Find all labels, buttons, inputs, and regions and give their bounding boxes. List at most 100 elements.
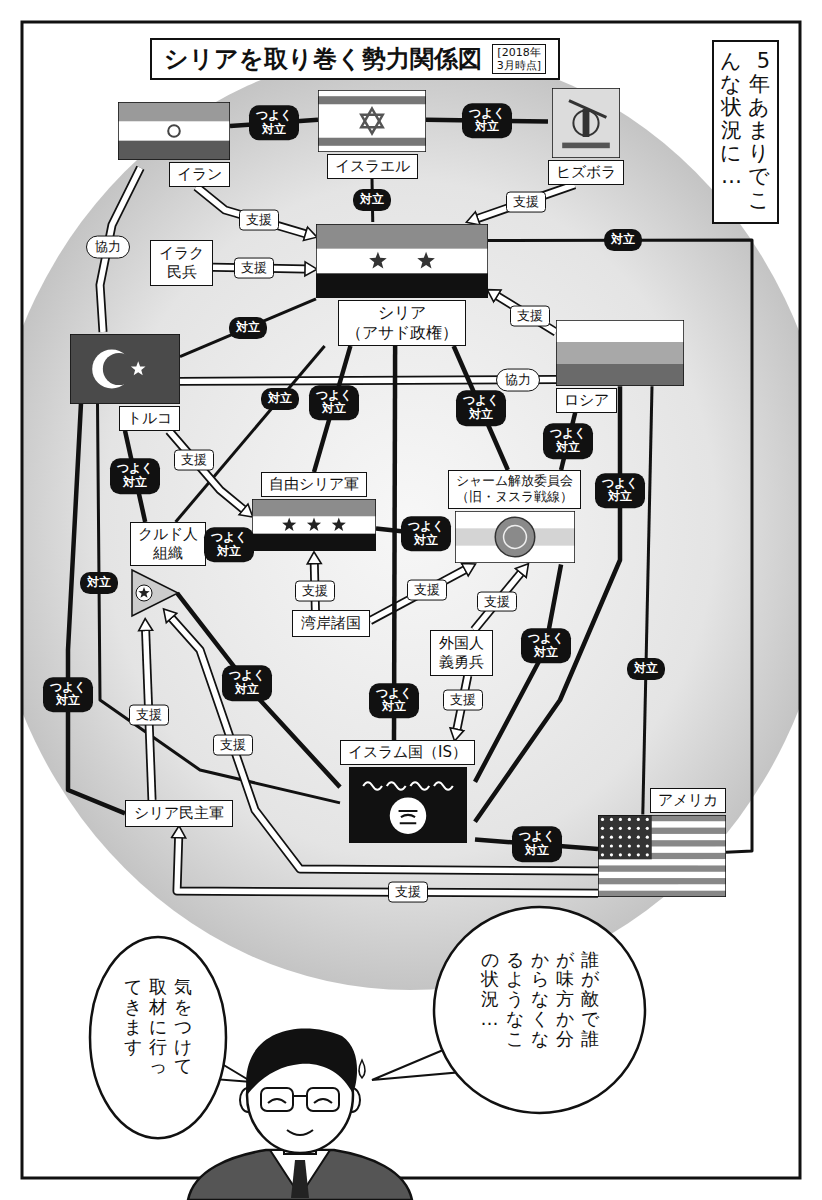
edge-label: 支援 (477, 591, 517, 612)
graphic-part (598, 865, 726, 872)
band-fill (169, 431, 244, 510)
edge-label: つよく 対立 (401, 516, 451, 552)
flag-icon (118, 102, 230, 160)
flag-icon (598, 815, 726, 897)
graphic-part (318, 90, 426, 152)
node-label: ロシア (556, 388, 617, 413)
node-label: イラン (169, 162, 230, 187)
oppose-connector (394, 346, 395, 740)
graphic-part (556, 320, 684, 386)
edge-label: つよく 対立 (369, 683, 419, 719)
edge-label: 支援 (213, 734, 253, 755)
graphic-part (637, 826, 640, 829)
band-outline (478, 185, 575, 219)
graphic-part (103, 353, 135, 385)
graphic-part (90, 937, 226, 1138)
flag-icon (556, 320, 684, 386)
graphic-part (314, 1099, 332, 1103)
graphic-part (369, 252, 387, 269)
iran-node: イラン (118, 100, 230, 187)
graphic-part (136, 585, 152, 601)
oppose-connector (643, 386, 652, 814)
graphic-part (556, 342, 684, 365)
graphic-part (68, 120, 752, 893)
graphic-part (598, 815, 652, 859)
graphic-part (131, 361, 146, 375)
band-outline (169, 431, 244, 510)
band-outline (172, 618, 598, 871)
edge-label: つよく 対立 (543, 424, 593, 460)
node-label: 湾岸諸国 (300, 614, 362, 633)
graphic-part (293, 1095, 307, 1097)
support-arrow (169, 431, 244, 510)
graphic-part (628, 844, 631, 847)
node-label: 自由シリア軍 (261, 472, 367, 497)
kurd-node: クルド人 組織 (130, 522, 206, 620)
vertical-text: 気をつけて 取材に行って きます (124, 977, 192, 1098)
graphic-part (307, 1088, 339, 1111)
graphic-part (610, 818, 613, 821)
date-label: [2018年 3月時点] (492, 44, 546, 74)
flag-icon (552, 88, 620, 158)
edge-label: 対立 (80, 572, 118, 594)
graphic-part (261, 1088, 293, 1111)
panel-frame (22, 22, 800, 1178)
israel-node: イスラエル (318, 88, 426, 179)
node-label: イラク 民兵 (158, 244, 205, 282)
edge-label: 支援 (388, 882, 428, 903)
graphic-part (349, 767, 467, 843)
graphic-part (601, 853, 604, 856)
graphic-part (610, 835, 613, 838)
connector-line (98, 403, 341, 803)
connector-line (475, 386, 620, 821)
oppose-connector (488, 240, 752, 852)
graphic-part (359, 1060, 365, 1078)
band-fill (497, 296, 556, 332)
graphic-part (601, 844, 604, 847)
graphic-part (646, 826, 649, 829)
support-arrow (478, 185, 575, 219)
graphic-part (601, 826, 604, 829)
graphic-part (637, 844, 640, 847)
node-label: シリア （アサド政権） (338, 300, 466, 346)
fsa-node: 自由シリア軍 (252, 472, 376, 553)
graphic-part (637, 818, 640, 821)
band-outline (497, 296, 556, 332)
graphic-part (598, 890, 726, 896)
support-arrow (196, 187, 305, 234)
support-arrow (497, 296, 556, 332)
graphic-part (188, 1150, 412, 1200)
graphic-part (316, 273, 488, 298)
graphic-part (282, 517, 296, 530)
graphic-part (610, 826, 613, 829)
oppose-connector (180, 299, 316, 357)
graphic-part (628, 826, 631, 829)
connector-line (180, 299, 316, 357)
edge-label: 支援 (443, 689, 483, 710)
edge-label: つよく 対立 (110, 459, 160, 495)
graphic-part (316, 224, 488, 298)
node-label: クルド人 組織 (130, 522, 206, 566)
band-fill (370, 570, 465, 621)
edge-label: 対立 (229, 317, 267, 339)
node-label: 外国人 義勇兵 (438, 634, 485, 672)
graphic-part (132, 570, 178, 616)
graphic-part (583, 109, 590, 137)
edge-label: 支援 (510, 305, 550, 326)
graphic-part (252, 533, 376, 550)
flag-icon (130, 568, 180, 618)
flag-icon (252, 499, 376, 551)
graphic-part (619, 835, 622, 838)
edge-label: 支援 (234, 258, 274, 279)
graphic-part (619, 818, 622, 821)
graphic-part (252, 516, 376, 534)
oppose-connector (98, 403, 341, 803)
graphic-part (646, 835, 649, 838)
graphic-part (118, 121, 230, 141)
turkey-node: トルコ (70, 332, 180, 431)
graphic-part (503, 525, 526, 548)
edge-label: 対立 (353, 189, 391, 211)
graphic-part (455, 511, 575, 563)
graphic-part (628, 853, 631, 856)
gulf-box: 湾岸諸国 (292, 610, 370, 637)
